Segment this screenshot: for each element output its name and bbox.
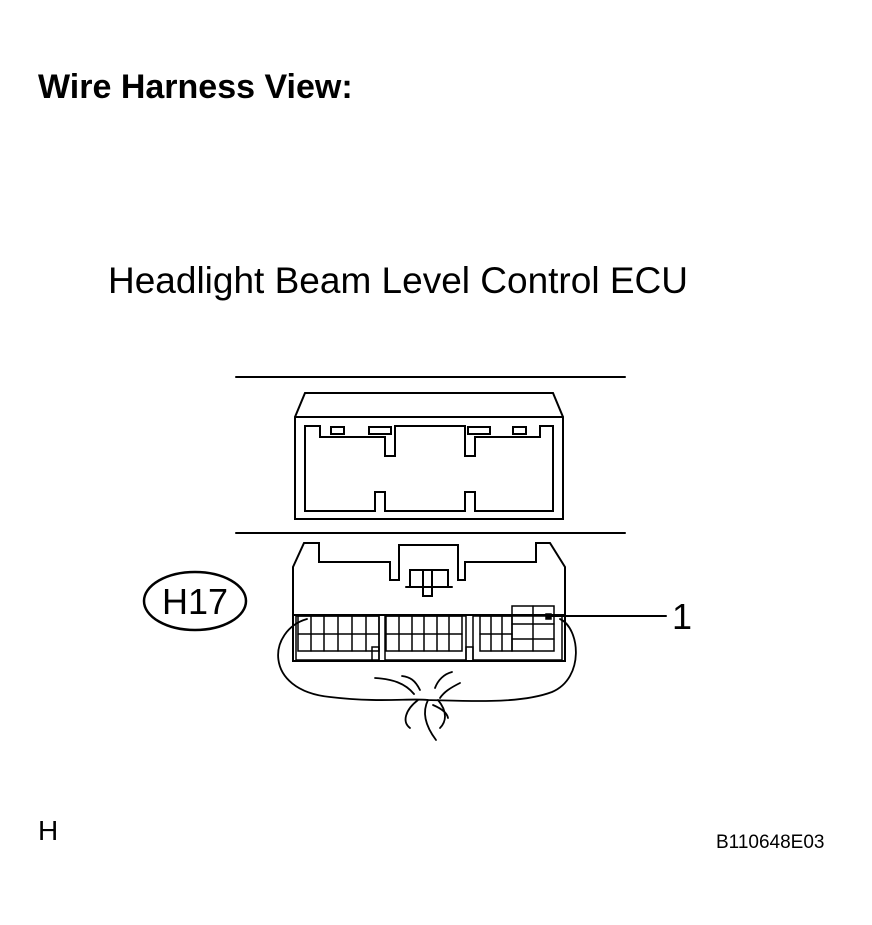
cavity-grid-left (297, 615, 380, 652)
component-title: Headlight Beam Level Control ECU (108, 260, 688, 301)
harness-connector-housing (292, 542, 566, 662)
connector-code-badge (142, 570, 248, 632)
cavity-grid-middle (385, 615, 463, 652)
cavity-grid-right (479, 605, 555, 652)
footer-letter: H (38, 815, 59, 846)
figure-code: B110648E03 (716, 832, 825, 853)
connector-code-label: H17 (162, 581, 228, 622)
pin-1-label: 1 (672, 596, 692, 637)
ecu-connector-housing (294, 392, 564, 520)
view-heading: Wire Harness View: (38, 68, 353, 106)
wire-bundle (277, 618, 577, 741)
